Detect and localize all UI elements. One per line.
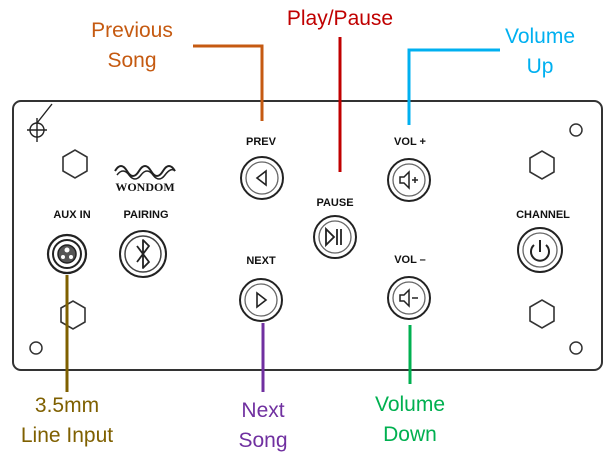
callout-next-line1: Next	[241, 399, 285, 422]
crosshair-icon	[27, 103, 53, 142]
prev-button[interactable]	[240, 156, 284, 200]
callout-aux-line1: 3.5mm	[34, 394, 100, 417]
callout-voldown-line2: Down	[383, 423, 437, 446]
callout-volup: Volume Up	[490, 22, 590, 82]
power-icon	[530, 240, 550, 262]
label-aux-in: AUX IN	[53, 209, 90, 221]
mounting-hole-top-right	[569, 123, 583, 137]
bluetooth-icon	[136, 239, 150, 269]
vol-up-button[interactable]	[387, 158, 431, 202]
label-vol-plus: VOL +	[394, 136, 426, 148]
next-button[interactable]	[239, 278, 283, 322]
leader-prev	[193, 44, 264, 121]
wondom-logo: WONDOM	[114, 165, 176, 194]
aux-in-jack	[46, 233, 88, 275]
callout-aux-line2: Line Input	[20, 424, 114, 447]
callout-play: Play/Pause	[270, 4, 410, 34]
pairing-button[interactable]	[119, 230, 167, 278]
label-pause: PAUSE	[316, 197, 353, 209]
hex-standoff-bottom-right	[529, 299, 555, 329]
hex-standoff-top-right	[529, 150, 555, 180]
callout-voldown: Volume Down	[350, 390, 470, 450]
callout-prev: Previous Song	[72, 16, 192, 76]
callout-next: Next Song	[213, 396, 313, 456]
channel-button[interactable]	[517, 227, 563, 273]
label-vol-minus: VOL –	[394, 254, 426, 266]
mounting-hole-bottom-left	[29, 341, 43, 355]
callout-volup-line2: Up	[526, 55, 554, 78]
label-channel: CHANNEL	[516, 209, 570, 221]
next-triangle-icon	[256, 291, 268, 309]
callout-play-line1: Play/Pause	[286, 7, 394, 30]
label-pairing: PAIRING	[123, 209, 168, 221]
hex-standoff-top-left	[62, 149, 88, 179]
callout-prev-line1: Previous	[91, 19, 173, 42]
vol-down-button[interactable]	[387, 276, 431, 320]
speaker-plus-icon	[399, 170, 418, 190]
brand-text: WONDOM	[115, 180, 174, 194]
callout-aux: 3.5mm Line Input	[2, 391, 132, 451]
leader-volup	[407, 48, 500, 125]
speaker-minus-icon	[399, 288, 418, 308]
callout-prev-line2: Song	[107, 49, 157, 72]
callout-volup-line1: Volume	[504, 25, 576, 48]
play-pause-icon	[325, 226, 342, 248]
callout-voldown-line1: Volume	[374, 393, 446, 416]
mounting-hole-bottom-right	[569, 341, 583, 355]
panel-outline	[12, 100, 603, 371]
label-prev: PREV	[246, 136, 277, 148]
hex-standoff-bottom-left	[60, 300, 86, 330]
prev-triangle-icon	[255, 169, 267, 187]
callout-next-line2: Song	[238, 429, 288, 452]
pause-button[interactable]	[313, 215, 357, 259]
label-next: NEXT	[246, 255, 276, 267]
